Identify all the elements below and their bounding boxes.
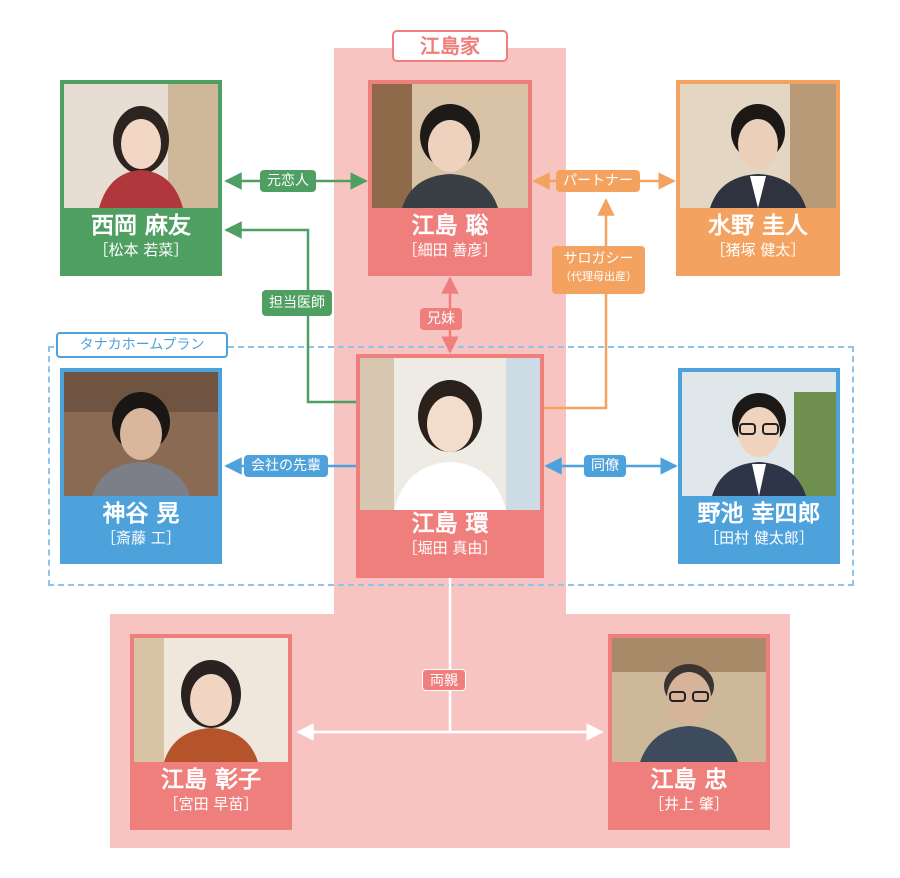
actor-tadashi: ［井上 肇］ [649,795,729,813]
portrait-tamaki [360,358,540,510]
character-card-mizuno: 水野 圭人 ［猪塚 健太］ [676,80,840,276]
relation-ex-lover: 元恋人 [260,170,316,192]
character-card-kamiya: 神谷 晃 ［斎藤 工］ [60,368,222,564]
actor-akiko: ［宮田 早苗］ [163,795,259,813]
relation-surrogacy: サロガシー （代理母出産） [552,246,645,294]
relation-parents: 両親 [422,669,466,691]
family-group-label: 江島家 [392,30,508,62]
relation-siblings: 兄妹 [420,308,462,330]
name-tadashi: 江島 忠 [650,767,728,793]
character-card-tamaki: 江島 環 ［堀田 真由］ [356,354,544,578]
portrait-tadashi [612,638,766,762]
character-card-noike: 野池 幸四郎 ［田村 健太郎］ [678,368,840,564]
actor-mizuno: ［猪塚 健太］ [710,241,806,259]
actor-kamiya: ［斎藤 工］ [101,529,181,547]
portrait-kamiya [64,372,218,496]
portrait-noike [682,372,836,496]
name-akiko: 江島 彰子 [160,767,261,793]
character-card-nishioka: 西岡 麻友 ［松本 若菜］ [60,80,222,276]
name-noike: 野池 幸四郎 [697,501,821,527]
name-tamaki: 江島 環 [411,511,489,537]
portrait-nishioka [64,84,218,208]
character-card-tadashi: 江島 忠 ［井上 肇］ [608,634,770,830]
company-group-label: タナカホームプラン [56,332,228,358]
portrait-akiko [134,638,288,762]
relation-surrogacy-label: サロガシー [563,251,634,267]
actor-satoshi: ［細田 善彦］ [402,241,498,259]
character-card-akiko: 江島 彰子 ［宮田 早苗］ [130,634,292,830]
relation-partner: パートナー [556,170,640,192]
relation-surrogacy-sub: （代理母出産） [560,270,637,283]
relation-senior: 会社の先輩 [244,455,328,477]
name-nishioka: 西岡 麻友 [90,213,191,239]
name-mizuno: 水野 圭人 [707,213,808,239]
name-satoshi: 江島 聡 [411,213,489,239]
actor-nishioka: ［松本 若菜］ [93,241,189,259]
portrait-mizuno [680,84,836,208]
relation-colleague: 同僚 [584,455,626,477]
actor-tamaki: ［堀田 真由］ [402,539,498,557]
actor-noike: ［田村 健太郎］ [704,529,814,547]
name-kamiya: 神谷 晃 [102,501,180,527]
character-card-satoshi: 江島 聡 ［細田 善彦］ [368,80,532,276]
relation-doctor: 担当医師 [262,290,332,316]
portrait-satoshi [372,84,528,208]
